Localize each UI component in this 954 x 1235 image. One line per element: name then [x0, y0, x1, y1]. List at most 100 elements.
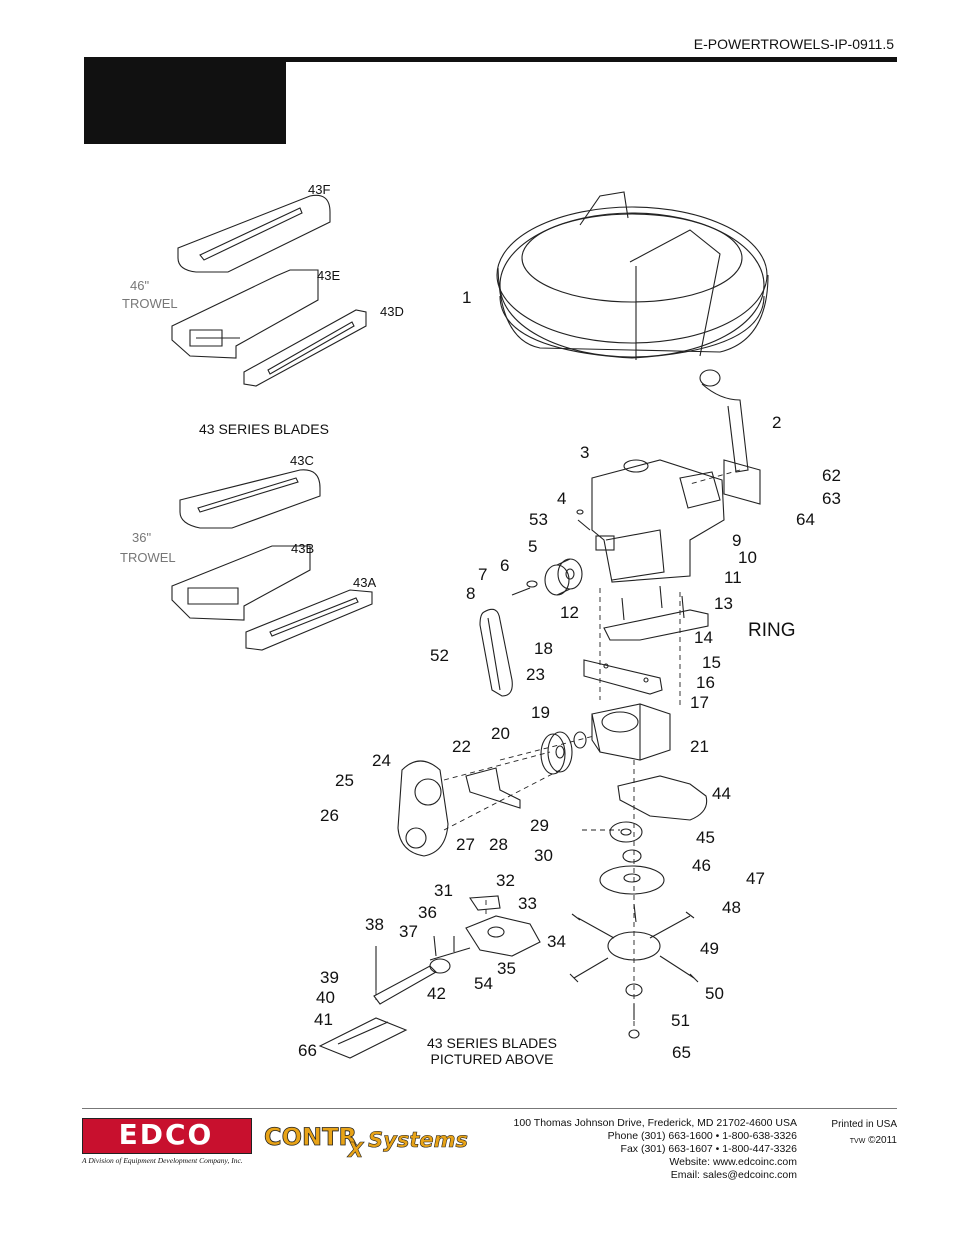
label-part-18: 18 — [534, 639, 553, 658]
trowel-46-size: 46" — [130, 278, 149, 293]
blade-43e-drawing — [171, 269, 319, 359]
address-line: 100 Thomas Johnson Drive, Frederick, MD … — [513, 1117, 797, 1129]
label-part-51: 51 — [671, 1011, 690, 1030]
label-part-31: 31 — [434, 881, 453, 900]
fax-line: Fax (301) 663-1607 • 1-800-447-3326 — [620, 1143, 797, 1155]
label-part-30: 30 — [534, 846, 553, 865]
label-part-40: 40 — [316, 988, 335, 1007]
v-belt-drawing — [479, 608, 513, 697]
small-hardware-drawing — [511, 509, 591, 596]
label-part-6: 6 — [500, 556, 509, 575]
trowel-36-word: TROWEL — [120, 550, 176, 565]
label-part-36: 36 — [418, 903, 437, 922]
blade-66-drawing — [318, 1017, 408, 1059]
copyright: TVW ©2011 — [850, 1135, 897, 1146]
label-part-13: 13 — [714, 594, 733, 613]
edco-tagline: A Division of Equipment Development Comp… — [82, 1156, 243, 1165]
footer-rule — [82, 1108, 897, 1109]
label-part-63: 63 — [822, 489, 841, 508]
mount-plate-drawing — [583, 659, 663, 695]
copyright-year: ©2011 — [868, 1135, 897, 1146]
document-code: E-POWERTROWELS-IP-0911.5 — [693, 36, 894, 52]
label-part-28: 28 — [489, 835, 508, 854]
blade-43b-drawing — [171, 545, 311, 621]
label-part-46: 46 — [692, 856, 711, 875]
drive-pulley-drawing — [544, 558, 583, 596]
label-part-25: 25 — [335, 771, 354, 790]
label-part-16: 16 — [696, 673, 715, 692]
label-part-5: 5 — [528, 537, 537, 556]
label-part-64: 64 — [796, 510, 815, 529]
blade-43f-drawing — [177, 194, 331, 273]
label-part-11: 11 — [724, 568, 742, 587]
label-part-66: 66 — [298, 1041, 317, 1060]
spider-bottom-parts-drawing — [625, 983, 643, 1039]
label-part-34: 34 — [547, 932, 566, 951]
label-part-29: 29 — [530, 816, 549, 835]
bolts-36-37-drawing — [433, 935, 455, 957]
gearbox-pulley-drawing — [540, 731, 573, 775]
label-43a: 43A — [353, 575, 376, 590]
contrx-systems: Systems — [368, 1128, 468, 1152]
blade-43d-drawing — [243, 309, 367, 387]
label-part-45: 45 — [696, 828, 715, 847]
label-part-24: 24 — [372, 751, 391, 770]
label-part-54: 54 — [474, 974, 493, 993]
printed-in-usa: Printed in USA — [831, 1119, 897, 1130]
label-part-39: 39 — [320, 968, 339, 987]
gearbox-drawing — [573, 703, 671, 761]
label-part-21: 21 — [690, 737, 709, 756]
label-part-4: 4 — [557, 489, 566, 508]
blade-43a-drawing — [245, 589, 373, 651]
assembly-lines — [375, 469, 741, 1030]
tvw-code: TVW — [849, 1138, 866, 1145]
edco-logo-box — [82, 1118, 252, 1154]
exhaust-pipe-drawing — [699, 369, 761, 505]
email-line: Email: sales@edcoinc.com — [670, 1169, 797, 1181]
label-43f-text: 43F — [308, 182, 330, 197]
label-part-50: 50 — [705, 984, 724, 1003]
label-part-33: 33 — [518, 894, 537, 913]
label-part-10: 10 — [738, 548, 757, 567]
clip-drawing — [469, 895, 501, 911]
label-part-17: 17 — [690, 693, 709, 712]
label-part-15: 15 — [702, 653, 721, 672]
label-part-26: 26 — [320, 806, 339, 825]
engine-mount-drawing — [603, 585, 709, 641]
label-part-8: 8 — [466, 584, 475, 603]
label-part-38: 38 — [365, 915, 384, 934]
trowel-46-word: TROWEL — [122, 296, 178, 311]
label-part-7: 7 — [478, 565, 487, 584]
contrx-x: X — [346, 1138, 365, 1159]
spider-plate-drawing — [617, 775, 708, 821]
label-part-53: 53 — [529, 510, 548, 529]
label-part-49: 49 — [700, 939, 719, 958]
phone-line: Phone (301) 663-1600 • 1-800-638-3326 — [607, 1130, 797, 1142]
title-block — [84, 57, 286, 144]
thrust-collar-stack-drawing — [599, 821, 665, 895]
ring-guard-drawing — [496, 191, 769, 360]
edco-logo-text: EDCO — [118, 1118, 214, 1151]
website-line: Website: www.edcoinc.com — [669, 1156, 797, 1168]
label-part-47: 47 — [746, 869, 765, 888]
contrx-systems-logo: CONTR X Systems — [264, 1123, 468, 1159]
label-part-3: 3 — [580, 443, 589, 462]
label-43b: 43B — [291, 541, 314, 556]
label-43c: 43C — [290, 453, 314, 468]
label-part-65: 65 — [672, 1043, 691, 1062]
belt-guard-drawing — [397, 760, 449, 857]
label-ring: RING — [748, 620, 796, 641]
trowel-arm-housing-drawing — [465, 915, 541, 957]
label-part-22: 22 — [452, 737, 471, 756]
label-part-32: 32 — [496, 871, 515, 890]
spider-assembly-drawing — [569, 911, 699, 983]
label-part-1: 1 — [462, 288, 471, 307]
engine-drawing — [591, 459, 725, 583]
label-part-62: 62 — [822, 466, 841, 485]
label-part-12: 12 — [560, 603, 579, 622]
trowel-36-size: 36" — [132, 530, 151, 545]
label-part-2: 2 — [772, 413, 781, 432]
header-rule — [84, 57, 897, 62]
blade-43c-drawing — [179, 469, 321, 529]
